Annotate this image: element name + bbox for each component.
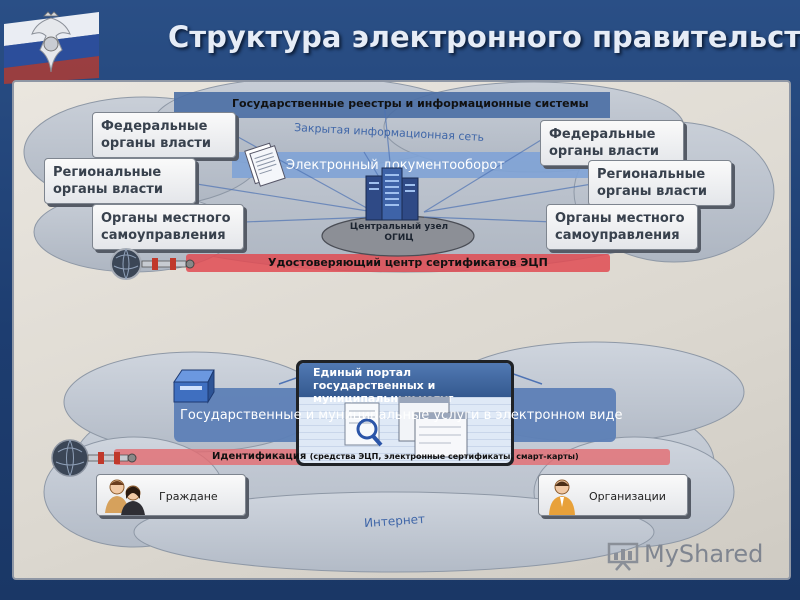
citizens-box: Граждане (96, 474, 246, 516)
identification-bar: Идентификация (средства ЭЦП, электронные… (212, 451, 579, 462)
right-regional-box: Региональные органы власти (588, 160, 732, 206)
e-services-bar: Государственные и муниципальные услуги в… (180, 408, 623, 423)
central-hub-label: Центральный узел ОГИЦ (349, 222, 449, 243)
left-municipal-box: Органы местного самоуправления (92, 204, 244, 250)
right-federal-box: Федеральные органы власти (540, 120, 684, 166)
organizations-label: Организации (589, 490, 666, 503)
diagram-frame: Государственные реестры и информационные… (12, 80, 791, 580)
right-municipal-box: Органы местного самоуправления (546, 204, 698, 250)
watermark-logo-icon (607, 542, 639, 571)
edoc-bar: Электронный документооборот (286, 158, 505, 173)
globe-key-icon-bottom (51, 439, 137, 477)
registries-bar: Государственные реестры и информационные… (232, 97, 589, 110)
portal-documents-icon (344, 396, 468, 458)
slide-title: Структура электронного правительства (168, 20, 800, 54)
server-icon (365, 167, 419, 221)
left-regional-box: Региональные органы власти (44, 158, 196, 204)
mailbox-icon (173, 369, 215, 404)
citizens-icon (105, 479, 145, 515)
gov-portal: Единый портал государственных и муниципа… (296, 360, 514, 466)
organizations-box: Организации (538, 474, 688, 516)
left-federal-box: Федеральные органы власти (92, 112, 236, 158)
document-icon (244, 142, 286, 187)
certificate-center-bar: Удостоверяющий центр сертификатов ЭЦП (268, 256, 548, 269)
watermark-text: MyShared (644, 540, 764, 568)
portal-title: Единый портал государственных и муниципа… (299, 363, 511, 405)
globe-key-icon (110, 248, 195, 280)
organizations-icon (549, 479, 575, 515)
russia-emblem-icon (4, 11, 99, 84)
citizens-label: Граждане (159, 490, 218, 503)
